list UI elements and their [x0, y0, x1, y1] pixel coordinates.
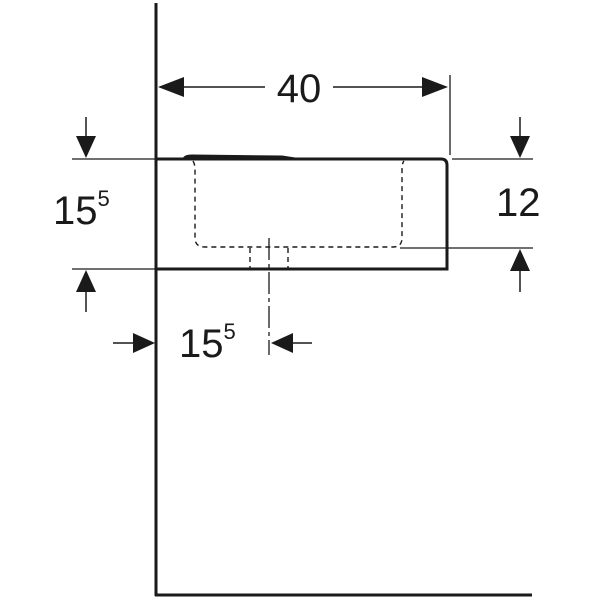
bowl-hidden-outline [192, 160, 405, 248]
height-superscript: 5 [98, 186, 110, 211]
arrowhead-up-icon [76, 270, 96, 292]
height-base: 15 [53, 189, 98, 233]
drain-hidden-outline [249, 248, 289, 269]
arrowhead-right-icon [133, 333, 155, 353]
arrowhead-right-icon [422, 77, 448, 97]
arrowhead-down-icon [76, 136, 96, 158]
arrowhead-down-icon [510, 136, 530, 158]
drain-offset-label: 155 [179, 319, 236, 366]
bowl-depth-label: 12 [496, 181, 541, 225]
drain-offset-base: 15 [179, 322, 224, 366]
arrowhead-left-icon [158, 77, 184, 97]
width-dimension-label: 40 [277, 67, 322, 111]
arrowhead-left-icon [271, 333, 293, 353]
basin-rim-lip [182, 154, 301, 160]
drain-offset-superscript: 5 [224, 319, 236, 344]
arrowhead-up-icon [510, 249, 530, 271]
basin-outline [156, 157, 449, 271]
height-dimension-label: 155 [53, 186, 110, 233]
